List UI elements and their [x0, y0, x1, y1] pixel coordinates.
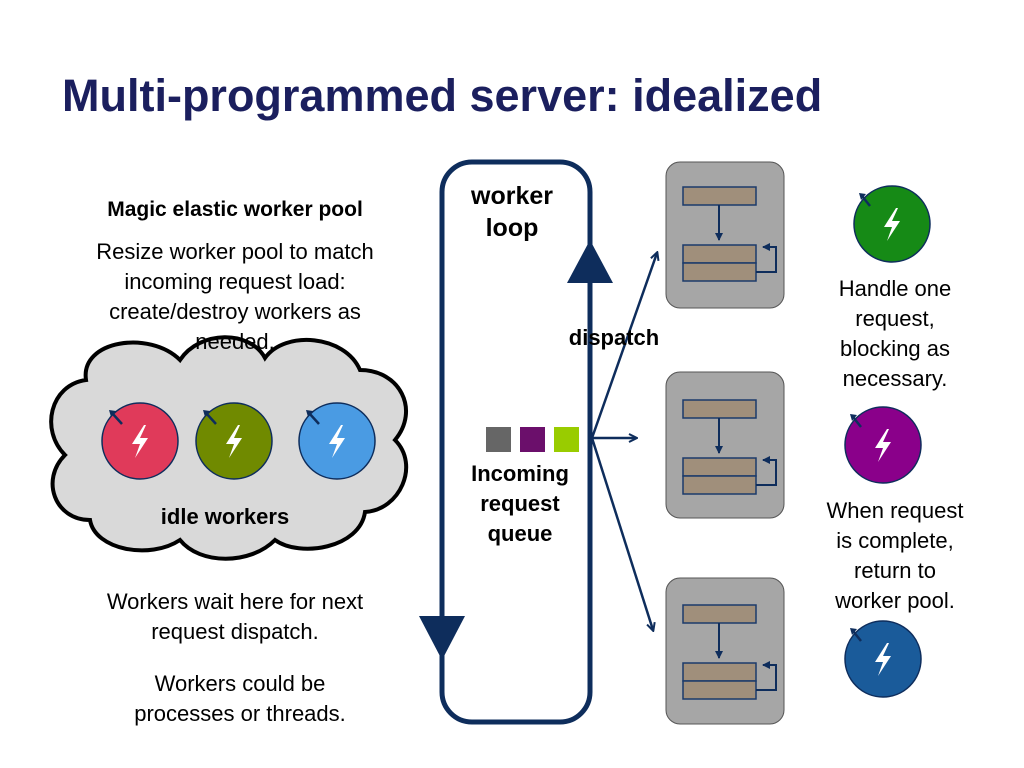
handle-note-line: Handle one: [838, 276, 952, 301]
idle-worker-red: [101, 402, 179, 480]
worker-loop-label: worker loop: [452, 180, 572, 244]
handle-note-line: request,: [855, 306, 935, 331]
complete-note-line: return to: [854, 558, 936, 583]
loop-up-arrow: [567, 240, 613, 283]
complete-note-line: is complete,: [836, 528, 954, 553]
dispatch-arrows: [590, 253, 657, 630]
idle-worker-olive: [195, 402, 273, 480]
wait-note-line: Workers wait here for next: [106, 589, 364, 614]
active-worker-green: [853, 185, 931, 263]
dispatch-label: dispatch: [568, 325, 660, 350]
pool-description-line: needed.: [195, 329, 275, 354]
queue-label: Incoming request queue: [452, 459, 588, 549]
queue-label-line: queue: [487, 521, 553, 546]
worker-box-top: [665, 161, 785, 309]
complete-note: When request is complete, return to work…: [805, 496, 985, 616]
worker-loop-label-line: worker: [471, 182, 553, 210]
wait-note: Workers wait here for next request dispa…: [60, 587, 410, 647]
wait-note-line: request dispatch.: [151, 619, 319, 644]
pool-description-line: incoming request load:: [124, 269, 346, 294]
worker-loop-frame: [439, 159, 593, 725]
process-note: Workers could be processes or threads.: [60, 669, 420, 729]
queue-label-line: request: [480, 491, 560, 516]
pool-description-line: Resize worker pool to match: [96, 239, 374, 264]
handle-note: Handle one request, blocking as necessar…: [805, 274, 985, 394]
queue-label-line: Incoming: [471, 461, 569, 486]
pool-heading: Magic elastic worker pool: [107, 198, 363, 221]
idle-worker-blue: [298, 402, 376, 480]
queue-item-purple: [520, 427, 545, 452]
queue-item-gray: [486, 427, 511, 452]
complete-note-line: worker pool.: [835, 588, 955, 613]
worker-box-middle: [665, 371, 785, 519]
slide-title: Multi-programmed server: idealized: [62, 70, 823, 121]
worker-box-bottom: [665, 577, 785, 725]
process-note-line: Workers could be: [154, 671, 326, 696]
pool-description: Resize worker pool to match incoming req…: [55, 237, 415, 357]
loop-down-arrow: [419, 616, 465, 660]
queue-item-green: [554, 427, 579, 452]
cloud-label: idle workers: [160, 504, 290, 529]
process-note-line: processes or threads.: [134, 701, 346, 726]
active-worker-purple: [844, 406, 922, 484]
worker-loop-label-line: loop: [485, 214, 539, 242]
complete-note-line: When request: [826, 498, 964, 523]
handle-note-line: blocking as: [839, 336, 951, 361]
active-worker-blue: [844, 620, 922, 698]
pool-description-line: create/destroy workers as: [109, 299, 361, 324]
handle-note-line: necessary.: [842, 366, 948, 391]
